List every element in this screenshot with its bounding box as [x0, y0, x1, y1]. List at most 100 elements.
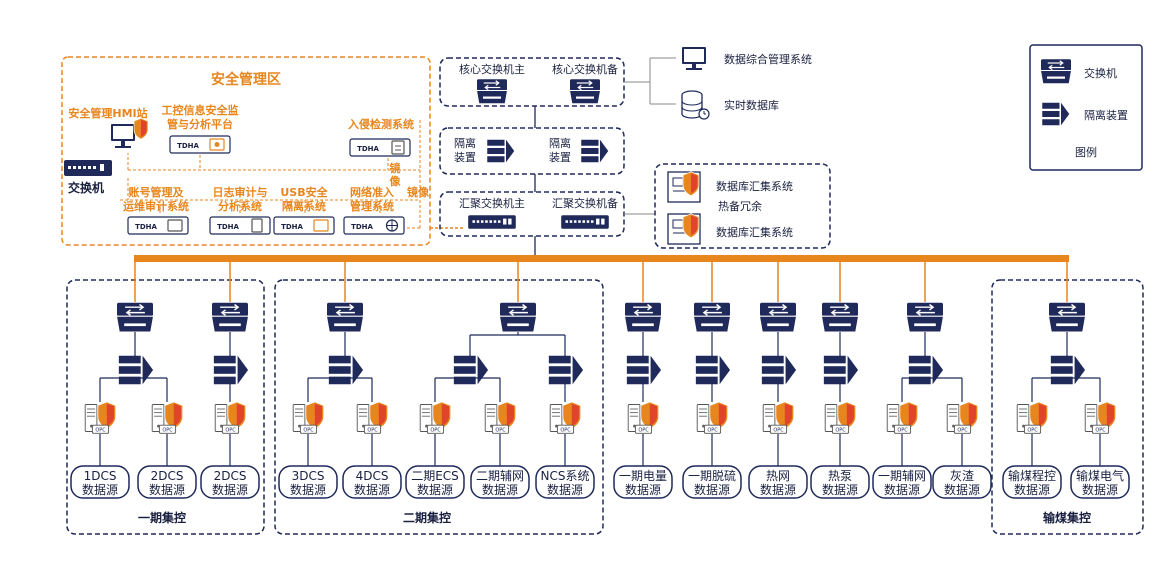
main-bus — [134, 255, 1069, 262]
analysis-label-1: 工控信息安全监 — [162, 103, 239, 117]
aggregation-backup-switch-icon — [561, 215, 609, 229]
data-source-server-icon — [824, 401, 857, 434]
data-source-suffix: 数据源 — [149, 482, 185, 497]
branch-switch-icon — [693, 301, 731, 333]
branch-switch-icon — [906, 301, 944, 333]
account-device-icon: TDHA — [127, 216, 189, 235]
data-source-suffix: 数据源 — [482, 482, 518, 497]
branch-switch-icon — [1048, 301, 1086, 333]
group-box-phase1 — [66, 279, 265, 535]
svg-text:TDHA: TDHA — [177, 142, 199, 150]
data-source-suffix: 数据源 — [212, 482, 248, 497]
aggregation-backup-label: 汇聚交换机备 — [552, 196, 618, 210]
isolation-a-label-2: 装置 — [454, 151, 476, 164]
data-source-suffix: 数据源 — [694, 482, 730, 497]
core-main-switch-icon — [476, 78, 508, 104]
core-backup-label: 核心交换机备 — [552, 62, 618, 76]
data-mgmt-monitor-icon — [682, 47, 706, 70]
legend-title: 图例 — [1075, 145, 1097, 159]
mirror-vertical-1: 镜 — [390, 161, 401, 175]
data-source-server-icon — [762, 401, 795, 434]
usb-device-icon: TDHA — [273, 216, 335, 235]
db-collect-top-server-icon — [667, 171, 701, 203]
data-source-suffix: 数据源 — [417, 482, 453, 497]
isolation-b-label-2: 装置 — [549, 151, 571, 164]
ids-device-icon: TDHA — [349, 138, 411, 157]
legend-switch-icon — [1040, 58, 1072, 84]
data-source-suffix: 数据源 — [625, 482, 661, 497]
data-source-server-icon — [484, 401, 517, 434]
data-source-name: 3DCS — [292, 469, 325, 483]
group-name-phase1: 一期集控 — [138, 510, 186, 525]
log-label-1: 日志审计与 — [213, 185, 268, 199]
isolation-a-label-1: 隔离 — [454, 136, 476, 150]
account-label-1: 账号管理及 — [129, 185, 185, 199]
data-source-suffix: 数据源 — [944, 482, 980, 497]
data-source-name: 一期脱硫 — [688, 468, 736, 483]
branch-switch-icon — [116, 301, 154, 333]
data-source-name: 热网 — [766, 469, 790, 483]
db-collect-bottom-label: 数据库汇集系统 — [716, 225, 793, 239]
data-source-name: 输煤电气 — [1076, 468, 1124, 483]
branch-isolation-icon — [908, 355, 944, 385]
data-source-server-icon — [356, 401, 389, 434]
data-source-server-icon — [151, 401, 184, 434]
branch-isolation-icon — [213, 355, 249, 385]
data-source-name: NCS系统 — [541, 469, 590, 483]
branch-isolation-icon — [823, 355, 859, 385]
data-source-name: 二期辅网 — [476, 469, 524, 483]
data-source-server-icon — [886, 401, 919, 434]
db-collect-top-label: 数据库汇集系统 — [716, 179, 793, 193]
core-main-label: 核心交换机主 — [459, 62, 525, 76]
branch-isolation-icon — [1050, 355, 1086, 385]
analysis-label-2: 管与分析平台 — [167, 117, 233, 131]
svg-text:TDHA: TDHA — [281, 223, 303, 231]
mirror-vertical-2: 像 — [390, 174, 402, 188]
core-backup-switch-icon — [569, 78, 601, 104]
data-source-server-icon — [292, 401, 325, 434]
data-source-suffix: 数据源 — [354, 482, 390, 497]
branch-switch-icon — [759, 301, 797, 333]
data-source-name: 1DCS — [84, 469, 117, 483]
data-source-server-icon — [627, 401, 660, 434]
data-source-suffix: 数据源 — [822, 482, 858, 497]
branch-isolation-icon — [453, 355, 489, 385]
log-device-icon: TDHA — [209, 216, 271, 235]
nac-label-2: 管理系统 — [350, 199, 394, 213]
branch-switch-icon — [624, 301, 662, 333]
group-name-phase2: 二期集控 — [403, 510, 451, 525]
data-source-name: 一期电量 — [619, 469, 667, 483]
mirror-horizontal: 镜像 — [407, 185, 430, 199]
nac-device-icon: TDHA — [343, 216, 405, 235]
data-source-suffix: 数据源 — [290, 482, 326, 497]
db-collect-redundant-label: 热备冗余 — [718, 199, 762, 213]
zone-switch-icon — [64, 160, 112, 176]
aggregation-main-label: 汇聚交换机主 — [459, 196, 525, 210]
realtime-db-icon — [681, 90, 710, 120]
db-collect-box — [654, 163, 831, 249]
data-source-server-icon — [1084, 401, 1117, 434]
zone-switch-label: 交换机 — [68, 180, 104, 195]
ids-label: 入侵检测系统 — [348, 117, 414, 131]
account-label-2: 运维审计系统 — [123, 199, 189, 213]
data-source-name: 灰渣 — [950, 469, 974, 483]
branch-isolation-icon — [626, 355, 662, 385]
data-source-name: 2DCS — [214, 469, 247, 483]
realtime-db-label: 实时数据库 — [724, 98, 779, 112]
branch-isolation-icon — [118, 355, 154, 385]
branch-switch-icon — [821, 301, 859, 333]
isolation-b-icon — [581, 139, 609, 163]
data-source-name: 热泵 — [828, 469, 852, 483]
